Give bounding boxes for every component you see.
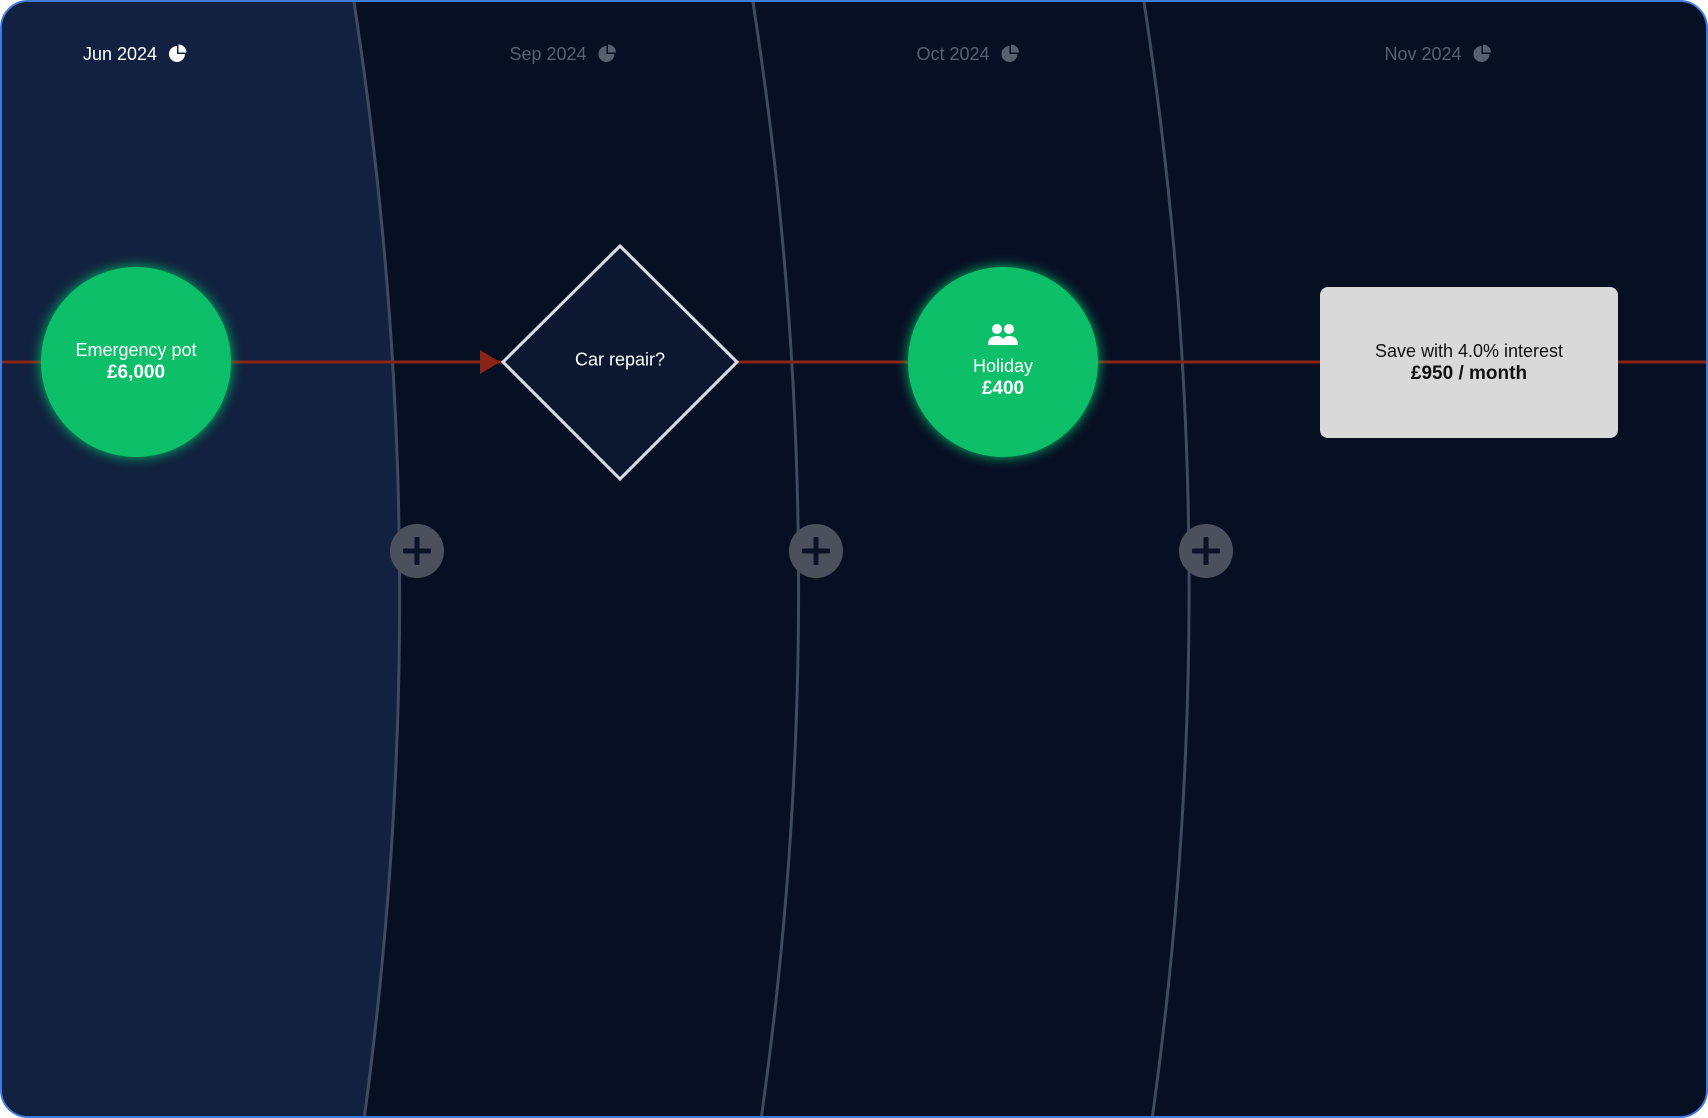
add-event-button[interactable] xyxy=(1179,524,1233,578)
add-event-button[interactable] xyxy=(390,524,444,578)
month-text: Jun 2024 xyxy=(82,43,158,64)
emergency-pot-node-shape xyxy=(41,267,231,457)
plus-icon xyxy=(1192,537,1220,565)
month-label-sep-2024[interactable]: Sep 2024 xyxy=(509,40,617,68)
month-text: Sep 2024 xyxy=(509,43,587,64)
group-icon xyxy=(988,324,1018,345)
month-label-oct-2024[interactable]: Oct 2024 xyxy=(916,40,1020,68)
node-amount: £950 / month xyxy=(1410,362,1528,384)
node-label: Emergency pot xyxy=(75,340,197,360)
pie-chart-icon[interactable] xyxy=(597,44,617,64)
plus-icon xyxy=(403,537,431,565)
plus-icon xyxy=(802,537,830,565)
month-text: Oct 2024 xyxy=(916,43,990,64)
node-label: Save with 4.0% interest xyxy=(1374,340,1564,361)
month-text: Nov 2024 xyxy=(1384,43,1462,64)
car-repair-decision-label: Car repair? xyxy=(574,349,666,370)
pie-chart-icon[interactable] xyxy=(167,44,187,64)
node-amount: £6,000 xyxy=(106,362,166,383)
month-label-jun-2024[interactable]: Jun 2024 xyxy=(83,40,187,68)
emergency-pot-node[interactable]: Emergency pot £6,000 xyxy=(41,267,231,457)
current-period-band xyxy=(2,2,400,1116)
holiday-node-shape xyxy=(908,267,1098,457)
car-repair-decision-shape[interactable] xyxy=(500,243,740,482)
holiday-node[interactable]: Holiday £400 xyxy=(908,267,1098,457)
savings-node[interactable]: Save with 4.0% interest £950 / month xyxy=(1320,287,1618,438)
add-event-button[interactable] xyxy=(789,524,843,578)
month-label-nov-2024[interactable]: Nov 2024 xyxy=(1384,40,1492,68)
node-amount: £400 xyxy=(981,378,1025,399)
pie-chart-icon[interactable] xyxy=(1472,44,1492,64)
pie-chart-icon[interactable] xyxy=(1000,44,1020,64)
timeline-arrowhead xyxy=(480,350,500,374)
node-label: Holiday xyxy=(972,356,1034,376)
